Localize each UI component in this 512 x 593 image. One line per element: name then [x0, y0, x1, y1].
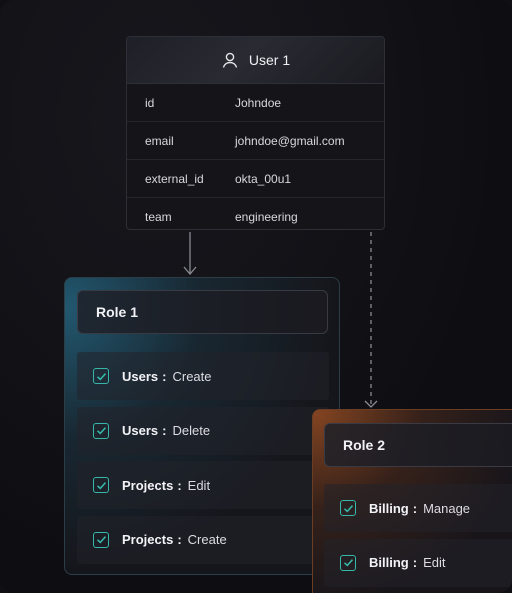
permission-action: Edit	[187, 477, 211, 493]
permission-list: Billing : Manage Billing : Edit	[324, 484, 512, 593]
checkbox-checked[interactable]	[340, 554, 356, 571]
permission-resource: Billing	[369, 555, 409, 570]
attribute-row-team: team engineering	[127, 198, 384, 229]
permission-resource: Users	[122, 368, 159, 384]
attribute-key: external_id	[145, 171, 204, 186]
attribute-row-email: email johndoe@gmail.com	[127, 122, 384, 160]
permission-resource: Projects	[122, 532, 174, 547]
permission-resource: Users	[122, 423, 159, 438]
permission-resource: Projects	[122, 477, 174, 493]
checkbox-checked[interactable]	[93, 531, 109, 548]
checkbox-checked[interactable]	[340, 500, 356, 516]
permission-separator: :	[162, 423, 167, 438]
permission-list: Users : Create Users : Delete Projects :…	[77, 352, 329, 570]
permission-item[interactable]: Projects : Create	[77, 515, 329, 564]
attribute-value: johndoe@gmail.com	[235, 133, 345, 148]
check-icon	[96, 481, 106, 490]
permission-item[interactable]: Users : Create	[77, 352, 329, 400]
attribute-key: email	[145, 133, 174, 148]
permission-action: Delete	[172, 423, 211, 438]
permission-separator: :	[162, 368, 167, 384]
permission-item[interactable]: Billing : Edit	[324, 538, 512, 587]
checkbox-checked[interactable]	[93, 422, 109, 439]
role-title: Role 2	[324, 423, 512, 467]
permission-action: Manage	[423, 500, 471, 516]
checkbox-checked[interactable]	[93, 368, 109, 384]
check-icon	[343, 559, 353, 567]
role-title: Role 1	[77, 290, 328, 334]
user-icon	[222, 52, 238, 68]
attribute-row-external-id: external_id okta_00u1	[127, 160, 384, 198]
permission-action: Create	[172, 368, 212, 384]
permission-item[interactable]: Billing : Manage	[324, 484, 512, 532]
user-card-title: User 1	[248, 52, 291, 68]
attribute-value: engineering	[235, 209, 298, 224]
check-icon	[96, 536, 106, 544]
attribute-key: id	[145, 95, 155, 110]
attribute-row-id: id Johndoe	[127, 84, 384, 122]
user-card: User 1 id Johndoe email johndoe@gmail.co…	[126, 36, 385, 230]
attribute-value: Johndoe	[235, 95, 282, 110]
permission-separator: :	[412, 500, 418, 516]
permission-action: Edit	[423, 555, 446, 570]
checkbox-checked[interactable]	[93, 477, 109, 493]
permission-resource: Billing	[369, 500, 409, 516]
permission-separator: :	[412, 555, 418, 570]
check-icon	[96, 372, 106, 381]
permission-separator: :	[177, 532, 182, 547]
role-card-1: Role 1 Users : Create Users : Delete	[64, 277, 340, 575]
permission-action: Create	[187, 532, 227, 547]
role-card-2: Role 2 Billing : Manage Billing : Edit	[312, 409, 512, 593]
check-icon	[96, 427, 106, 435]
attribute-value: okta_00u1	[235, 171, 292, 186]
attribute-key: team	[145, 209, 172, 224]
arrowhead-role2	[364, 400, 378, 408]
permission-separator: :	[177, 477, 182, 493]
permission-item[interactable]: Users : Delete	[77, 406, 329, 455]
permission-item[interactable]: Projects : Edit	[77, 461, 329, 509]
check-icon	[343, 504, 353, 513]
arrowhead-role1	[183, 266, 197, 275]
user-card-header: User 1	[127, 37, 384, 84]
